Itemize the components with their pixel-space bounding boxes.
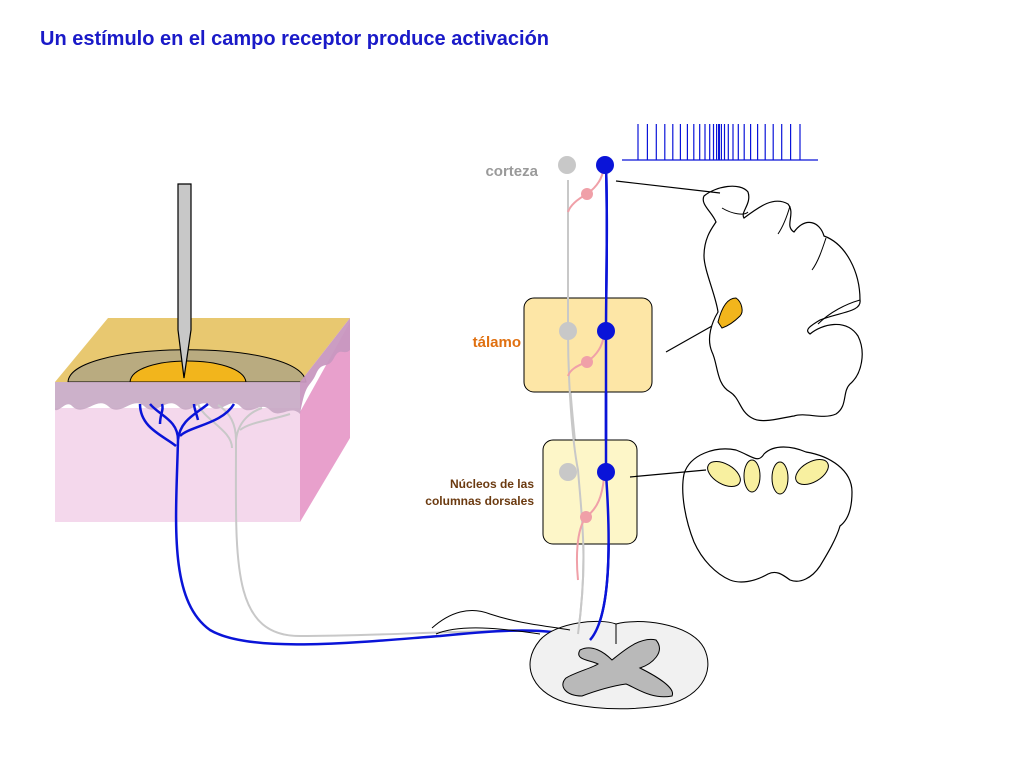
dorsal-nucleus-2 xyxy=(743,459,761,493)
dorsal-nucleus-1 xyxy=(707,461,741,487)
dorsal-nuclei-label-line2: columnas dorsales xyxy=(425,494,534,508)
cortex-inactive-neuron xyxy=(558,156,576,174)
thalamus-highlight xyxy=(717,297,743,329)
dorsal-interneuron xyxy=(580,511,592,523)
inactive-afferent-branches xyxy=(197,403,291,449)
dorsal-leader-line xyxy=(629,469,707,478)
dorsal-root xyxy=(431,610,571,635)
active-afferent-branches xyxy=(138,403,236,447)
brain-outline xyxy=(702,185,863,422)
neuron-bodies xyxy=(558,156,615,481)
dorsal-nuclei-label-line1: Núcleos de las xyxy=(450,477,534,491)
thalamus-box xyxy=(523,297,653,393)
brain-sulci xyxy=(721,205,861,325)
cortex-label: corteza xyxy=(485,163,538,180)
dorsal-nuclei-box xyxy=(542,439,638,545)
dorsal-nucleus-3 xyxy=(771,461,789,495)
thalamus-active-neuron xyxy=(597,322,615,340)
spinal-grey-matter xyxy=(562,638,673,698)
skin-side-face xyxy=(300,322,350,522)
medulla-section xyxy=(682,446,853,583)
thalamus-leader-line xyxy=(665,325,713,353)
cortex-interneuron xyxy=(581,188,593,200)
thalamus-inactive-neuron xyxy=(559,322,577,340)
skin-epidermis-band xyxy=(55,382,300,414)
inactive-ascending-fiber xyxy=(566,180,585,635)
brain-coronal-section xyxy=(702,185,863,422)
cortex-active-neuron xyxy=(596,156,614,174)
cortex-leader-line xyxy=(615,180,721,194)
dorsal-inactive-neuron xyxy=(559,463,577,481)
dorsal-active-neuron xyxy=(597,463,615,481)
leader-lines xyxy=(615,180,721,478)
recording-electrode xyxy=(177,183,192,379)
thalamus-interneuron xyxy=(581,356,593,368)
thalamus-label: tálamo xyxy=(473,334,521,351)
slide-title: Un estímulo en el campo receptor produce… xyxy=(40,28,550,50)
skin-side-epidermis xyxy=(300,318,350,414)
dorsal-nucleus-4 xyxy=(795,459,829,485)
skin-block xyxy=(55,318,350,522)
active-ascending-fiber xyxy=(589,165,610,641)
receptive-field-centre xyxy=(129,360,247,383)
spinal-cord xyxy=(431,610,709,710)
spike-train xyxy=(622,124,818,161)
